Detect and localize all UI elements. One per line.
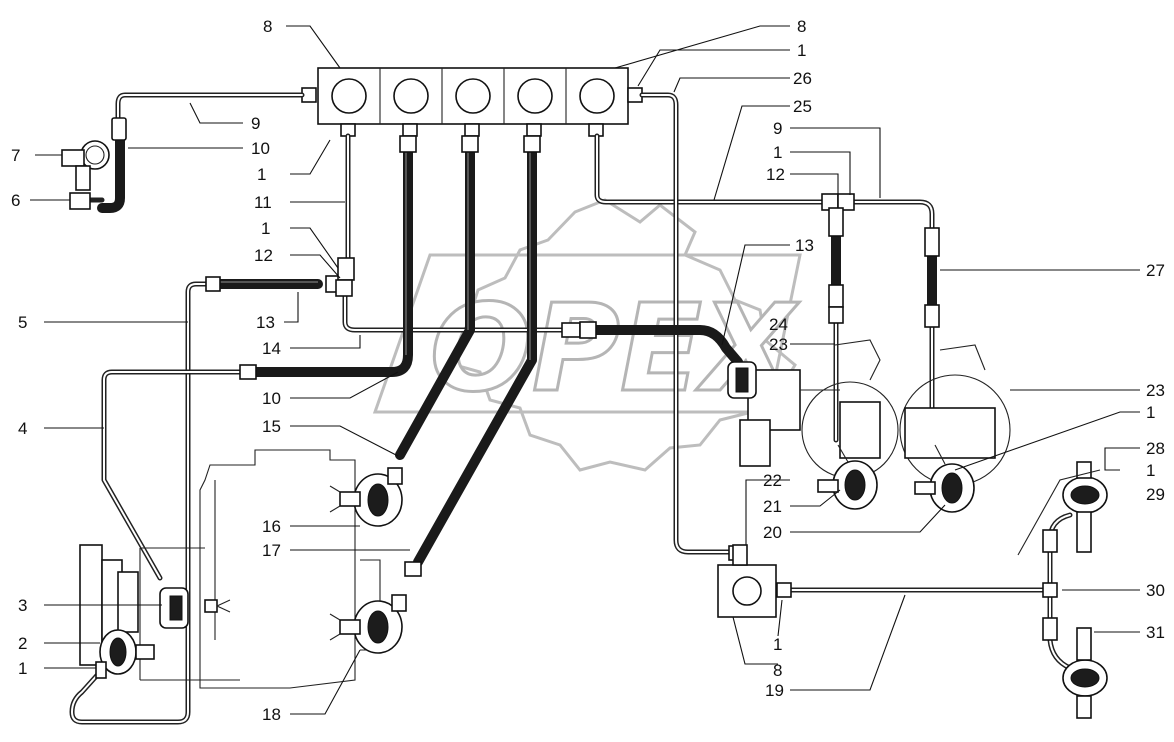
label-8-bottom: 8 [773,661,782,680]
rear-axle-outline [739,339,1011,486]
label-1-left-b: 1 [261,219,270,238]
relay-valve-8 [717,544,777,618]
label-16: 16 [262,517,281,536]
label-6: 6 [11,191,20,210]
label-5: 5 [18,313,27,332]
label-21: 21 [763,497,782,516]
label-1-right-c: 1 [1146,461,1155,480]
label-18: 18 [262,705,281,724]
label-25: 25 [793,97,812,116]
label-31: 31 [1146,623,1165,642]
label-29: 29 [1146,485,1165,504]
watermark-logo: OPEX [372,198,802,472]
trailer-chamber-31 [1062,627,1108,719]
label-27: 27 [1146,261,1165,280]
label-13-right: 13 [795,236,814,255]
label-4: 4 [18,419,27,438]
label-23-a: 23 [769,335,788,354]
hoses [97,135,937,567]
watermark-text: OPEX [430,280,800,419]
label-23-b: 23 [1146,381,1165,400]
label-12-left: 12 [254,246,273,265]
label-14: 14 [262,339,281,358]
leader-lines [30,25,1140,715]
label-17: 17 [262,541,281,560]
control-valve-block [301,67,643,137]
brake-chamber-24 [727,361,757,399]
brake-chamber-16 [329,467,403,527]
label-1-center: 1 [773,635,782,654]
label-1-top-right: 1 [797,41,806,60]
brake-chamber-2 [95,629,155,679]
label-8-top-left: 8 [263,17,272,36]
label-7: 7 [11,146,20,165]
label-10-mid: 10 [262,389,281,408]
label-22: 22 [763,471,782,490]
trailer-chamber-29 [1017,461,1108,556]
callout-labels: 8 8 1 26 25 9 9 10 7 6 1 11 1 12 1 12 13… [11,17,1165,724]
label-28: 28 [1146,439,1165,458]
label-26: 26 [793,69,812,88]
drain-valve-assembly [61,140,110,210]
brake-chamber-18 [329,594,407,654]
label-12-right: 12 [766,165,785,184]
label-20: 20 [763,523,782,542]
label-11: 11 [254,193,272,212]
label-15: 15 [262,417,281,436]
label-9-right: 9 [773,119,782,138]
label-3: 3 [18,596,27,615]
label-1-right-b: 1 [1146,403,1155,422]
label-19: 19 [765,681,784,700]
brake-chamber-21 [817,444,878,510]
label-13-left: 13 [256,313,275,332]
label-1-left-a: 1 [257,165,266,184]
label-8-top-right: 8 [797,17,806,36]
label-1-right-a: 1 [773,143,782,162]
label-9-left: 9 [251,114,260,133]
brake-chamber-20 [914,444,975,513]
label-1-bottom-left: 1 [18,659,27,678]
label-24: 24 [769,315,788,334]
label-30: 30 [1146,581,1165,600]
brake-chamber-3 [159,587,231,629]
label-2: 2 [18,634,27,653]
label-10-top: 10 [251,139,270,158]
